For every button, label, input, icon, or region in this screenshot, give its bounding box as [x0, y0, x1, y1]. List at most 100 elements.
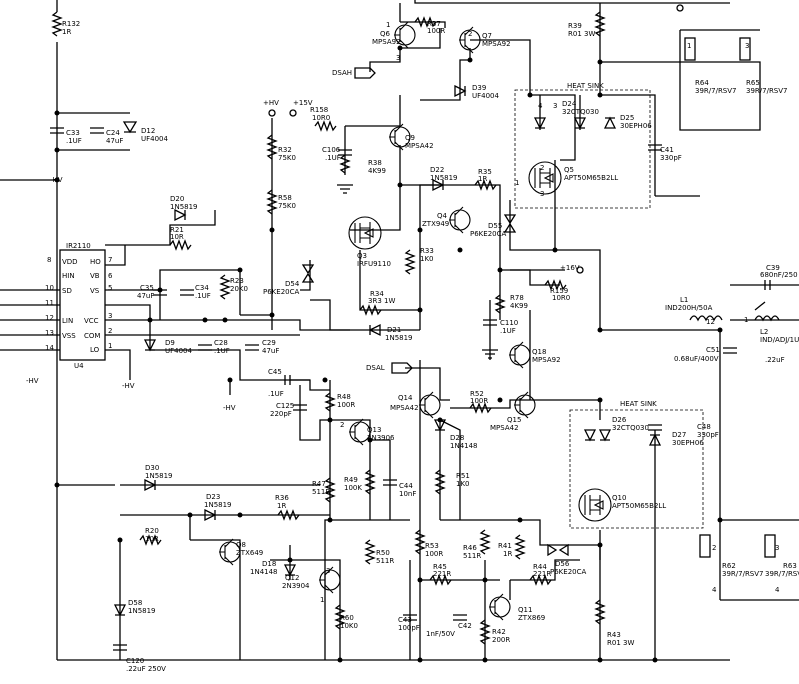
label-16v: +16V	[560, 264, 580, 272]
label-d18: D18	[262, 560, 276, 568]
transistor-q4	[449, 206, 471, 234]
label-r46-value: 511R	[463, 552, 481, 560]
terminal-hv-top	[268, 109, 276, 117]
label-c48-value: 330pF	[697, 431, 719, 439]
resistor-r36	[277, 509, 300, 521]
label-r23-value: 20K0	[230, 285, 248, 293]
label-r49-value: 100K	[344, 484, 362, 492]
label-minus-hv-1: -HV	[50, 176, 63, 184]
capacitor-c51	[723, 347, 737, 354]
label-d24: D24	[562, 100, 577, 108]
label-q8-part: ZTX649	[236, 549, 263, 557]
ground-symbol-2	[482, 349, 498, 359]
pin-vcc: VCC	[84, 317, 99, 325]
label-q9: Q9	[405, 134, 415, 142]
label-r45-value: 221R	[433, 570, 451, 578]
transistor-q12	[319, 566, 341, 594]
label-q3-part: IRFU9110	[357, 260, 391, 268]
label-c33-value: .1UF	[66, 137, 82, 145]
label-c125-value: 220pF	[270, 410, 292, 418]
resistor-r62	[699, 534, 711, 558]
node-label-6: 1	[515, 179, 519, 187]
pin-vb: VB	[90, 272, 100, 280]
label-d26-part: 32CTQ030	[612, 424, 649, 432]
node-label-9: 1	[744, 316, 748, 324]
resistor-r45	[429, 574, 452, 586]
node-label-12: 3	[745, 42, 749, 50]
label-r50: R50	[376, 549, 390, 557]
pin-vs: VS	[90, 287, 100, 295]
node-label-13: 2	[340, 421, 344, 429]
capacitor-c110	[483, 319, 497, 326]
resistor-r60	[334, 604, 346, 630]
label-c110: C110	[500, 319, 518, 327]
label-r42: R42	[492, 628, 506, 636]
node-label-16: 2	[712, 544, 716, 552]
transistor-q5	[528, 161, 562, 195]
label-r32: R32	[278, 146, 292, 154]
resistor-r51	[434, 469, 446, 495]
label-r63-value: 39R/7/RSV7	[765, 570, 799, 578]
label-r65-value: 39R/7/RSV7	[746, 87, 788, 95]
label-d39: D39	[472, 84, 486, 92]
resistor-r21	[169, 239, 192, 251]
label-q15: Q15	[507, 416, 521, 424]
label-q15-part: MPSA42	[490, 424, 519, 432]
label-d55-part: P6KE20CA	[470, 230, 506, 238]
capacitor-c42	[453, 614, 467, 621]
diode-d12	[122, 121, 138, 134]
label-r39: R39	[568, 22, 582, 30]
node-label-1: 1	[386, 21, 390, 29]
label-r43: R43	[607, 631, 621, 639]
transistors	[219, 21, 612, 621]
label-r58: R58	[278, 194, 292, 202]
node-label-10: 12	[706, 318, 715, 326]
label-c35: C35	[140, 284, 154, 292]
pin-num-3: 3	[108, 312, 112, 320]
label-q8: Q8	[236, 541, 246, 549]
label-d39-part: UF4004	[472, 92, 500, 100]
resistor-r58	[266, 189, 278, 215]
pin-num-5: 5	[108, 284, 112, 292]
label-c43-value: 100pF	[398, 624, 420, 632]
label-r38-value: 4K99	[368, 167, 386, 175]
diode-d18	[283, 564, 297, 577]
label-q12: Q12	[285, 574, 299, 582]
label-q14-part: MPSA42	[390, 404, 419, 412]
resistor-r48	[324, 392, 336, 412]
label-q13: Q13	[367, 426, 381, 434]
pin-hin: HIN	[62, 272, 75, 280]
pin-vss: VSS	[62, 332, 76, 340]
label-r21-value: 10R	[170, 233, 184, 241]
label-l1: L1	[680, 296, 688, 304]
resistor-r63	[764, 534, 776, 558]
transistor-q3	[348, 216, 382, 250]
label-r42-value: 200R	[492, 636, 510, 644]
label-d21-part: 1N5819	[385, 334, 413, 342]
transistor-q14	[419, 391, 441, 419]
label-d55: D55	[488, 222, 502, 230]
label-d27: D27	[672, 431, 686, 439]
node-label-5: 3	[553, 102, 557, 110]
label-r78-value: 4K99	[510, 302, 528, 310]
label-d9-part: UF4004	[165, 347, 193, 355]
diode-l2-mark	[754, 301, 766, 311]
node-label-17: 4	[712, 586, 717, 594]
label-r51: R51	[456, 472, 470, 480]
label-q7: Q7	[482, 32, 492, 40]
resistor-r44	[529, 574, 552, 586]
label-d54-part: P6KE20CA	[263, 288, 299, 296]
capacitor-c28	[198, 344, 212, 351]
resistor-r65	[739, 37, 751, 61]
node-label-19: 4	[775, 586, 780, 594]
capacitor-c48	[648, 424, 662, 431]
diode-d20	[174, 208, 187, 222]
label-r158: R158	[310, 106, 328, 114]
capacitors	[50, 127, 771, 651]
label-r47-value: 511R	[312, 488, 330, 496]
diode-d58	[113, 604, 127, 617]
transistor-q10	[578, 488, 612, 522]
label-r132: R132	[62, 20, 80, 28]
label-d25-part: 30EPH06	[620, 122, 652, 130]
